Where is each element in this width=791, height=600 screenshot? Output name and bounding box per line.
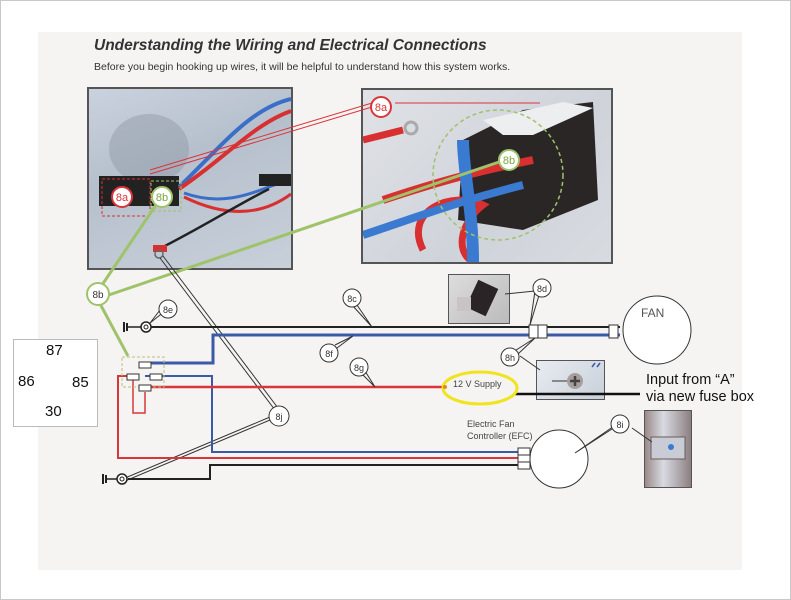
fan-circle <box>622 295 692 365</box>
svg-text:8b: 8b <box>92 290 104 301</box>
callout-8f: 8f <box>319 343 339 363</box>
svg-text:8a: 8a <box>116 192 129 204</box>
callout-8b-leaders <box>96 160 500 357</box>
callout-8g: 8g <box>349 357 369 377</box>
relay-harness-photo <box>87 87 293 270</box>
fan-label: FAN <box>641 306 665 320</box>
svg-text:8a: 8a <box>375 102 388 114</box>
efc-label: Electric Fan Controller (EFC) <box>467 418 533 442</box>
callout-8i: 8i <box>610 414 630 434</box>
blue-wire-efc <box>145 375 520 453</box>
callout-8b-photo1: 8b <box>151 186 173 208</box>
relay-pin-86 <box>126 373 140 381</box>
relay-pin-legend: 87 86 85 30 <box>13 339 98 427</box>
callout-8a-photo1: 8a <box>111 186 133 208</box>
svg-text:8g: 8g <box>354 363 364 373</box>
efc-connector <box>517 447 531 470</box>
red-wire-efc <box>117 375 520 459</box>
ground-symbol-top <box>123 321 152 333</box>
svg-text:8b: 8b <box>503 155 515 167</box>
efc-label-line2: Controller (EFC) <box>467 431 533 441</box>
callout-8j: 8j <box>268 405 290 427</box>
blue-wire-fan <box>145 333 620 365</box>
svg-text:8j: 8j <box>275 412 282 422</box>
callout-8j-leaders <box>124 255 279 482</box>
relay-socket <box>121 356 165 392</box>
svg-text:8c: 8c <box>347 294 357 304</box>
callout-pointers <box>149 290 653 454</box>
relay-pin-87 <box>138 361 152 369</box>
supply-highlight <box>441 370 519 406</box>
efc-sensor-8i-photo <box>644 410 692 488</box>
svg-text:8f: 8f <box>325 349 333 359</box>
connector-illustration <box>457 279 499 317</box>
pin-label-87: 87 <box>46 342 63 359</box>
svg-text:8e: 8e <box>163 305 173 315</box>
svg-text:8i: 8i <box>616 420 623 430</box>
callout-8a-photo2: 8a <box>370 96 392 118</box>
relay-pin-30 <box>138 384 152 392</box>
callout-8b-photo2: 8b <box>498 149 520 171</box>
callout-8b-diagram: 8b <box>86 282 110 306</box>
svg-text:8b: 8b <box>156 192 168 204</box>
page-title: Understanding the Wiring and Electrical … <box>94 37 487 54</box>
callout-8h: 8h <box>500 347 520 367</box>
pin-label-30: 30 <box>45 403 62 420</box>
callout-8d: 8d <box>532 278 552 298</box>
supply-label: 12 V Supply <box>453 379 502 389</box>
screw-terminal-illustration <box>552 362 601 389</box>
svg-text:8d: 8d <box>537 284 547 294</box>
ground-symbol-bottom <box>102 473 128 485</box>
efc-label-line1: Electric Fan <box>467 419 515 429</box>
pin-label-85: 85 <box>72 374 89 391</box>
annotation-line1: Input from “A” <box>646 372 735 388</box>
svg-text:8h: 8h <box>505 353 515 363</box>
annotation-line2: via new fuse box <box>646 389 755 405</box>
callout-8c: 8c <box>342 288 362 308</box>
red-jumper-86-30 <box>132 380 146 414</box>
ground-wire-bottom <box>128 464 520 480</box>
connector-8d-photo <box>448 274 510 324</box>
callout-8e: 8e <box>158 299 178 319</box>
pin-label-86: 86 <box>18 373 35 390</box>
page-subtitle: Before you begin hooking up wires, it wi… <box>94 61 511 73</box>
fuse-box-annotation: Input from “A” via new fuse box <box>646 372 754 406</box>
supply-junction <box>443 385 447 389</box>
sensor-illustration <box>650 436 686 460</box>
relay-pin-85 <box>149 373 163 381</box>
callout-8a-leaders <box>149 102 540 175</box>
connector-8d <box>528 324 619 339</box>
efc-circle <box>529 429 589 489</box>
